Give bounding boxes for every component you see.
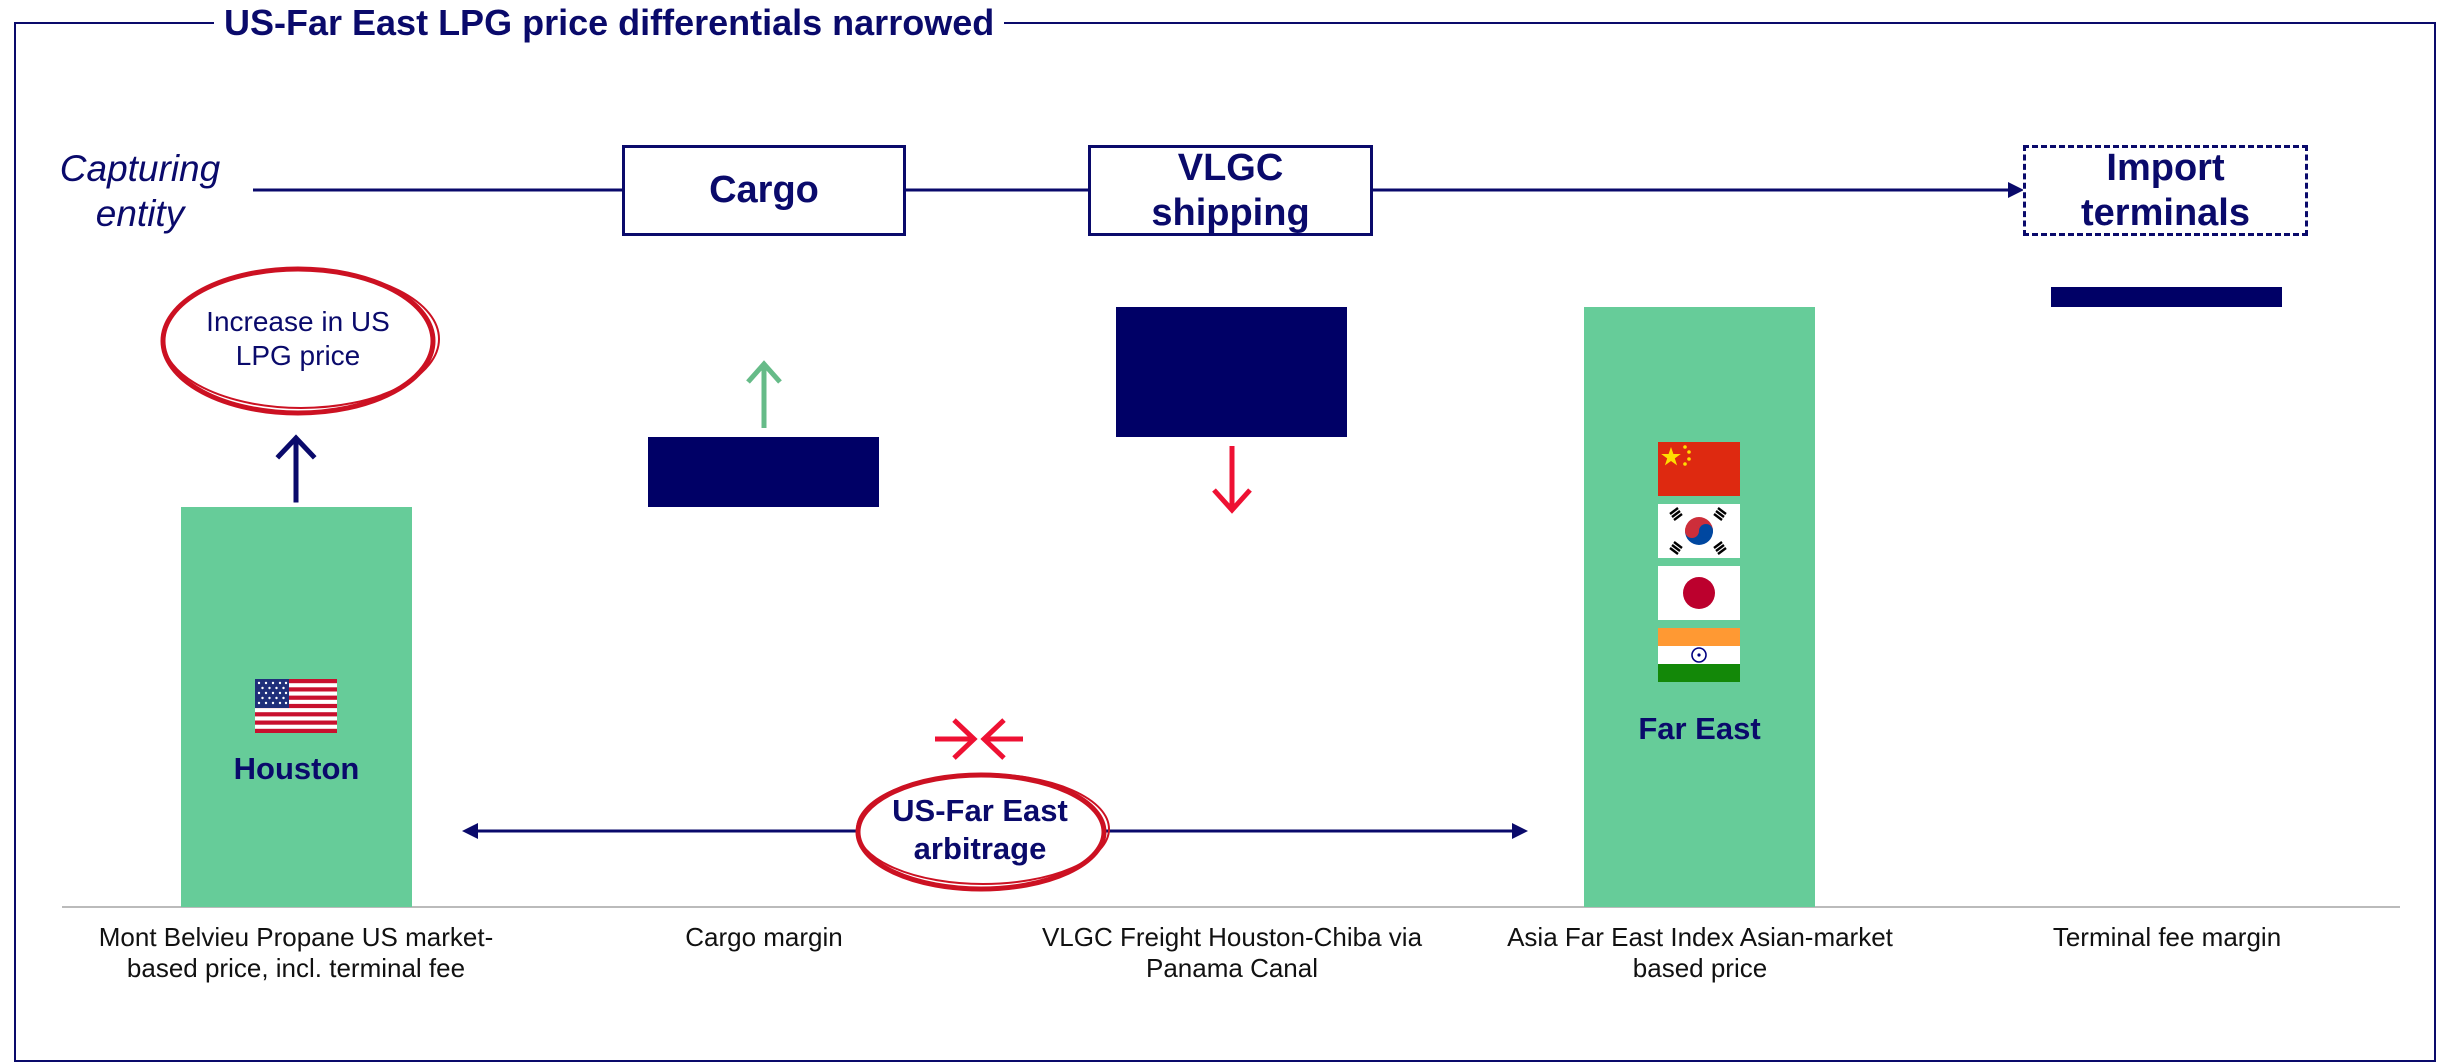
china-flag-icon	[1658, 442, 1740, 496]
entity-line-arrowhead	[2008, 182, 2024, 198]
arbitrage-callout-text: US-Far East arbitrage	[892, 793, 1068, 866]
arbitrage-arrowhead-left	[462, 823, 478, 839]
vlgc-freight-bar	[1116, 307, 1347, 437]
capturing-entity-label: Capturing entity	[59, 148, 221, 234]
category-label: Mont Belvieu Propane US market-based pri…	[98, 922, 494, 983]
up-arrow-icon	[275, 434, 317, 503]
us-flag-icon	[255, 679, 337, 733]
category-label: Cargo margin	[685, 922, 843, 952]
korea-flag-icon	[1658, 504, 1740, 558]
japan-flag-icon	[1658, 566, 1740, 620]
vlgc-box-label: VLGC shipping	[1151, 146, 1310, 234]
cargo-box: Cargo	[622, 145, 906, 236]
cargo-margin-bar	[648, 437, 879, 507]
category-label: Terminal fee margin	[2052, 922, 2282, 952]
terminal-fee-bar	[2051, 287, 2282, 307]
far-east-label: Far East	[1638, 711, 1761, 746]
india-flag-icon	[1658, 628, 1740, 682]
import-box-label: Import terminals	[2081, 146, 2250, 234]
red-down-arrow-icon	[1212, 446, 1252, 514]
category-label: VLGC Freight Houston-Chiba via Panama Ca…	[1041, 922, 1423, 983]
green-up-arrow-icon	[746, 360, 782, 428]
page-title: US-Far East LPG price differentials narr…	[214, 0, 1005, 46]
us-price-ellipse	[160, 266, 440, 416]
houston-label: Houston	[233, 751, 360, 786]
cargo-box-label: Cargo	[709, 169, 819, 211]
us-price-callout-text: Increase in US LPG price	[206, 306, 390, 371]
arbitrage-arrowhead-right	[1512, 823, 1528, 839]
converging-arrows-icon	[935, 718, 1023, 760]
vlgc-shipping-box: VLGC shipping	[1088, 145, 1373, 236]
import-terminals-box: Import terminals	[2023, 145, 2308, 236]
category-label: Asia Far East Index Asian-market based p…	[1507, 922, 1893, 983]
arbitrage-ellipse	[855, 772, 1110, 892]
